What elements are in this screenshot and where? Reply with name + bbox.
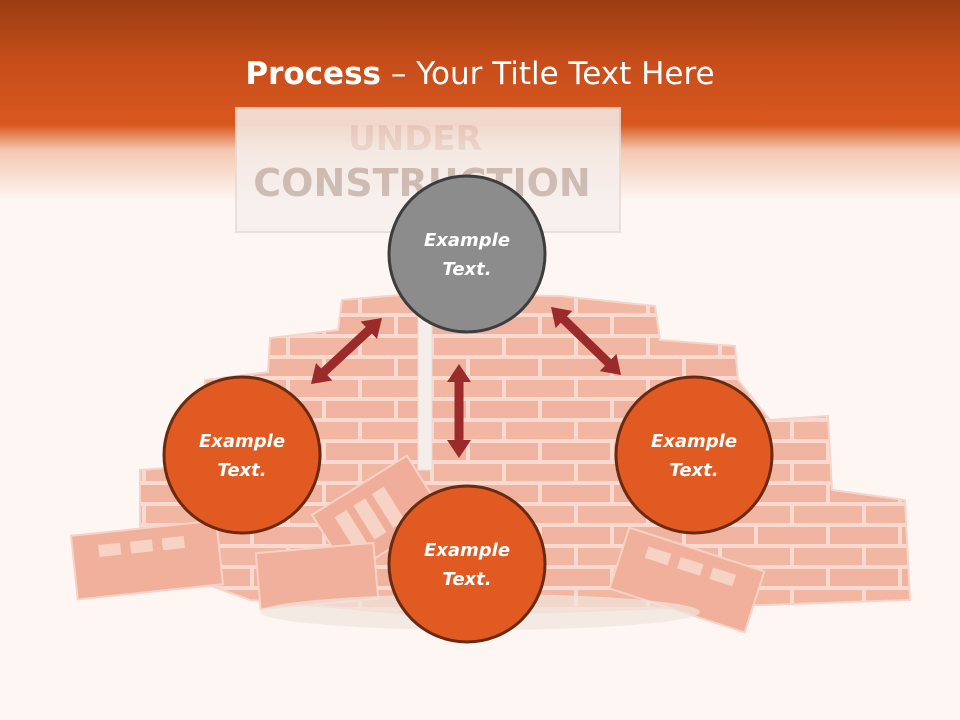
slide-title[interactable]: Process – Your Title Text Here — [0, 52, 960, 96]
title-rest-text: – Your Title Text Here — [381, 56, 715, 92]
node-right-line2: Text. — [669, 460, 718, 481]
arrowhead-start — [447, 364, 471, 382]
sign-line-under: UNDER — [348, 119, 482, 159]
node-top-line2: Text. — [442, 259, 491, 280]
connector-top-left — [311, 318, 382, 384]
arrowhead-end — [447, 440, 471, 458]
title-bold-text: Process — [245, 56, 381, 92]
arrowhead-end — [311, 362, 333, 384]
node-bottom-line1: Example — [424, 540, 510, 561]
arrowhead-start — [360, 318, 382, 340]
node-top-line1: Example — [424, 230, 510, 251]
loose-brick-left — [69, 519, 225, 601]
node-bottom[interactable]: Example Text. — [387, 484, 547, 644]
node-bottom-circle — [387, 484, 547, 644]
node-top-circle — [387, 174, 547, 334]
node-right-circle — [614, 375, 774, 535]
node-right[interactable]: Example Text. — [614, 375, 774, 535]
arrowhead-end — [599, 353, 621, 375]
node-top[interactable]: Example Text. — [387, 174, 547, 334]
connector-shaft — [557, 313, 615, 369]
loose-brick-right — [608, 526, 766, 634]
node-right-line1: Example — [651, 431, 737, 452]
node-left-circle — [162, 375, 322, 535]
connectors — [311, 307, 621, 458]
connector-top-right — [551, 307, 621, 375]
arrowhead-start — [551, 307, 573, 329]
node-left-line2: Text. — [217, 460, 266, 481]
node-left[interactable]: Example Text. — [162, 375, 322, 535]
connector-top-bottom — [447, 364, 471, 458]
node-bottom-line2: Text. — [442, 569, 491, 590]
node-left-line1: Example — [199, 431, 285, 452]
connector-shaft — [318, 324, 375, 378]
